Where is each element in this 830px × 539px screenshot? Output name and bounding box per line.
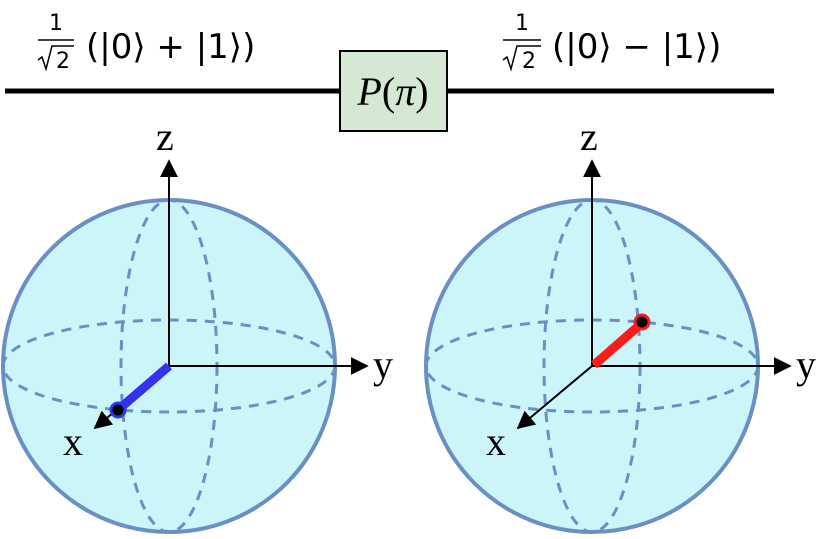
bloch-sphere-after: z y x [424,114,816,534]
x-axis [516,365,593,430]
z-axis-label: z [156,114,174,159]
output-state-ket: (|0⟩ − |1⟩) [552,27,721,67]
phase-gate-box [339,50,448,132]
phase-gate: P(π) [339,50,448,132]
gate-name: P [356,69,381,114]
output-coeff-radical: 2 [522,49,536,74]
x-axis-label: x [63,419,83,464]
input-sqrt-sign [37,45,74,72]
z-axis-label: z [580,114,598,159]
y-axis-label: y [796,342,816,387]
state-vector [115,362,172,414]
input-state-label: 1 2 (|0⟩ + |1⟩) [37,11,255,74]
state-vector-tip [633,313,651,331]
output-sqrt-sign [502,45,541,72]
state-vector [591,319,645,369]
output-coeff-numerator: 1 [515,11,529,36]
input-state-ket: (|0⟩ + |1⟩) [86,27,255,67]
state-vector-tip [109,401,127,419]
y-axis-label: y [373,342,393,387]
gate-parameter: π [395,69,416,114]
phase-gate-label: P(π) [356,69,428,114]
output-state-label: 1 2 (|0⟩ − |1⟩) [502,11,721,74]
x-axis-label: x [486,419,506,464]
bloch-sphere-before: z y x [1,114,393,534]
input-coeff-numerator: 1 [49,11,63,36]
input-coeff-radical: 2 [56,49,70,74]
gate-paren-close: ) [415,69,428,114]
gate-paren-open: ( [382,69,395,114]
